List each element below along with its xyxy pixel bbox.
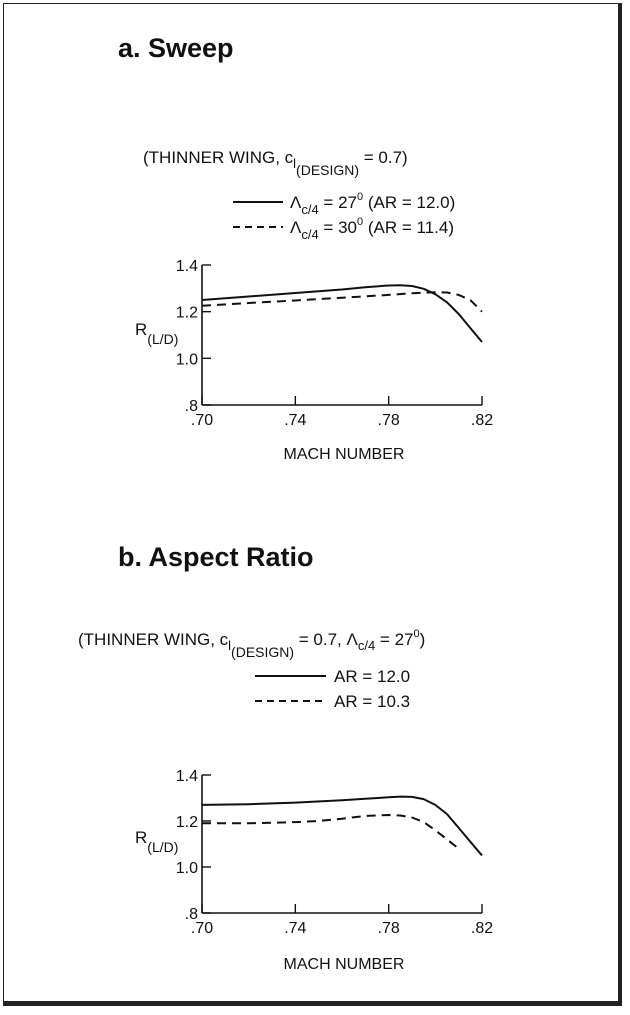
y-tick-label: .8: [185, 398, 198, 415]
x-tick-label: .70: [191, 920, 213, 937]
y-tick-label: 1.4: [176, 258, 198, 275]
panel-a-note-design: (DESIGN): [296, 162, 360, 178]
legend-label-1: AR = 12.0: [334, 667, 410, 686]
series-line-1: [201, 284, 483, 343]
y-tick-label: 1.2: [176, 305, 198, 322]
x-tick-label: .82: [471, 412, 493, 429]
x-tick-label: .70: [191, 412, 213, 429]
x-axis-label: MACH NUMBER: [284, 956, 405, 973]
series-line-2: [202, 814, 460, 850]
y-tick-label: 1.4: [176, 768, 198, 785]
panel-a-note-cl: l: [293, 156, 297, 171]
panel-b-note-design: (DESIGN): [231, 644, 295, 660]
panel-b-note-lambda: Λ: [346, 630, 358, 649]
panel-b-note-lambda-value: = 27: [375, 630, 414, 649]
y-tick-label: 1.0: [176, 351, 198, 368]
series-line-2: [201, 291, 483, 313]
panel-a-note-suffix: = 0.7): [359, 148, 408, 167]
panel-b-note-close: ): [419, 630, 426, 649]
panel-a-title: a. Sweep: [118, 33, 234, 63]
legend-label-2: Λc/4 = 300 (AR = 11.4): [290, 216, 454, 242]
y-axis-label: R(L/D): [135, 828, 178, 855]
x-tick-label: .82: [471, 920, 493, 937]
panel-b-note-cl: l: [228, 638, 232, 653]
panel-b-note-suffix: = 0.7,: [294, 630, 347, 649]
x-tick-label: .78: [378, 412, 400, 429]
y-tick-label: .8: [185, 906, 198, 923]
y-tick-label: 1.2: [176, 814, 198, 831]
legend-label-2: AR = 10.3: [334, 692, 410, 711]
panel-a-note-prefix: (THINNER WING, c: [143, 148, 294, 167]
x-tick-label: .78: [378, 920, 400, 937]
x-axis-label: MACH NUMBER: [284, 446, 405, 463]
figure-frame: [3, 3, 622, 1006]
panel-b-note-degree: 0: [413, 628, 420, 640]
x-tick-label: .74: [284, 920, 306, 937]
x-tick-label: .74: [284, 412, 306, 429]
panel-b-note-lambda-sub: c/4: [357, 638, 376, 653]
panel-b-title: b. Aspect Ratio: [118, 542, 314, 572]
panel-a-condition-note: (THINNER WING, cl(DESIGN) = 0.7): [143, 148, 408, 178]
panel-b-condition-note: (THINNER WING, cl(DESIGN) = 0.7, Λc/4 = …: [78, 628, 426, 660]
panel-b-note-prefix: (THINNER WING, c: [78, 630, 229, 649]
legend-label-1: Λc/4 = 270 (AR = 12.0): [290, 191, 455, 217]
y-axis-label: R(L/D): [135, 320, 178, 347]
series-line-1: [201, 795, 483, 857]
y-tick-label: 1.0: [176, 860, 198, 877]
